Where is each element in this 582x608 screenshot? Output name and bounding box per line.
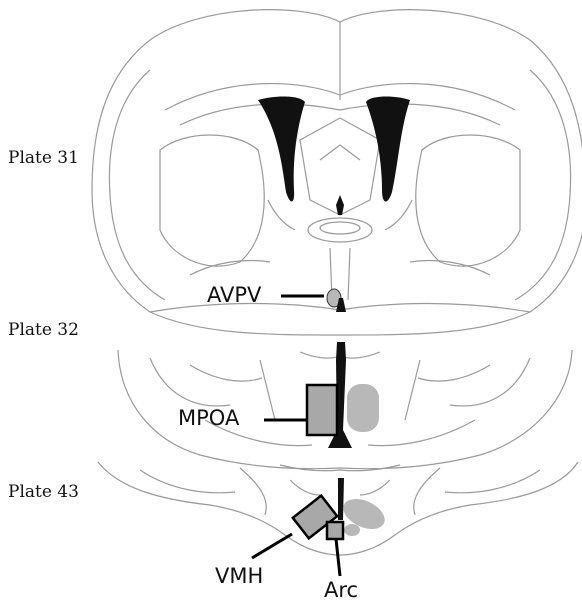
mpoa-nucleus	[347, 384, 379, 432]
vmh-label: VMH	[215, 564, 263, 588]
plate-32-label: Plate 32	[8, 320, 79, 340]
arc-box	[327, 522, 343, 539]
avpv-label: AVPV	[207, 283, 261, 307]
third-ventricle-top	[336, 195, 344, 215]
left-ventricle	[258, 96, 305, 201]
mpoa-box	[307, 385, 337, 435]
plate-31-section	[92, 10, 582, 335]
plate-43-ventricle	[338, 478, 344, 520]
arc-nucleus-gray	[344, 524, 360, 536]
plate-31-label: Plate 31	[8, 148, 79, 168]
vmh-pointer	[252, 534, 292, 558]
arc-label: Arc	[324, 578, 358, 602]
plate-43-label: Plate 43	[8, 482, 79, 502]
arc-pointer	[336, 539, 340, 576]
mpoa-label: MPOA	[178, 406, 239, 430]
